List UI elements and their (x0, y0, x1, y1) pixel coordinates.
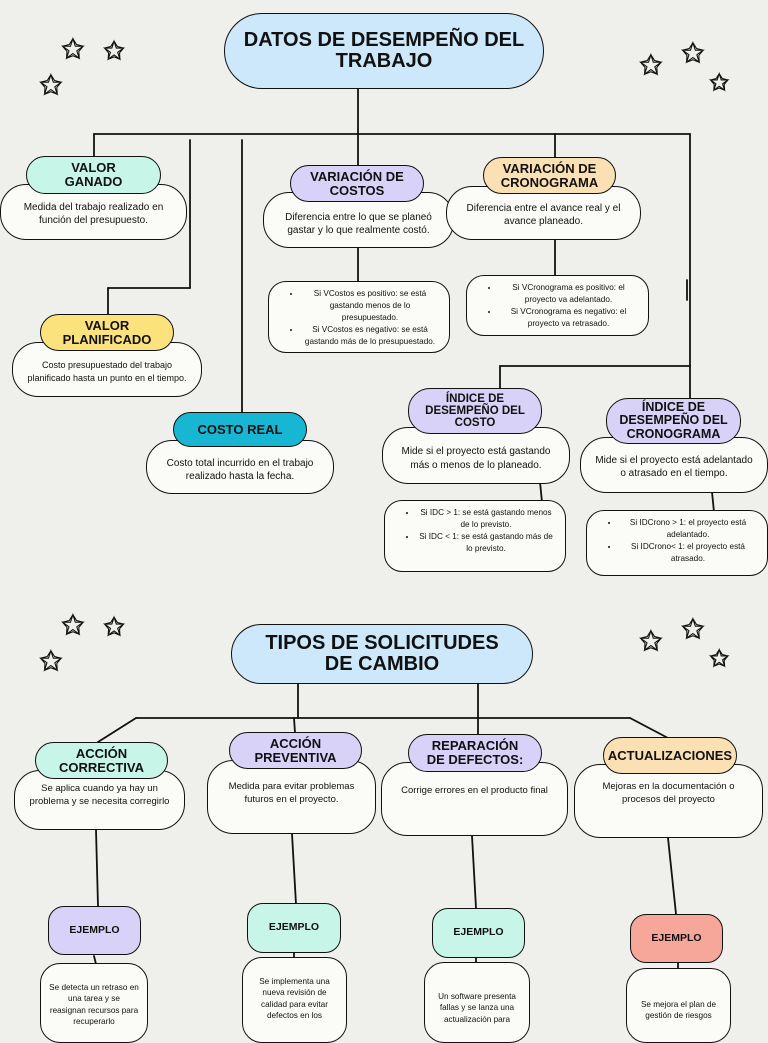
accion-correctiva-label: ACCIÓN CORRECTIVA (35, 742, 168, 779)
accion-preventiva-desc: Medida para evitar problemas futuros en … (207, 760, 376, 834)
bullet-item: Si IDC < 1: se está gastando más de lo p… (417, 531, 555, 555)
variacion-cronograma-label: VARIACIÓN DE CRONOGRAMA (483, 157, 616, 194)
star-icon: ✩ (39, 646, 62, 676)
variacion-costos-label: VARIACIÓN DE COSTOS (290, 165, 424, 202)
accion-correctiva-ejemplo: EJEMPLO (48, 906, 141, 955)
star-icon: ✩ (103, 614, 125, 641)
reparacion-defectos-desc: Corrige errores en el producto final (381, 762, 568, 836)
accion-correctiva-ejemplo-text: Se detecta un retraso en una tarea y se … (40, 963, 148, 1043)
bullet-item: Si VCronograma es positivo: el proyecto … (499, 282, 638, 306)
star-icon: ✩ (639, 50, 662, 80)
reparacion-defectos-label: REPARACIÓN DE DEFECTOS: (408, 734, 542, 772)
star-icon: ✩ (61, 34, 84, 64)
costo-real-desc: Costo total incurrido en el trabajo real… (146, 440, 334, 494)
accion-preventiva-label: ACCIÓN PREVENTIVA (229, 732, 362, 769)
variacion-cronograma-bullets: Si VCronograma es positivo: el proyecto … (466, 275, 649, 336)
bullet-item: Si IDCrono< 1: el proyecto está atrasado… (619, 541, 757, 565)
star-icon: ✩ (681, 614, 704, 644)
bullet-item: Si VCronograma es negativo: el proyecto … (499, 306, 638, 330)
actualizaciones-ejemplo: EJEMPLO (630, 914, 723, 963)
indice-costo-label: ÍNDICE DE DESEMPEÑO DEL COSTO (408, 388, 542, 434)
actualizaciones-desc: Mejoras en la documentación o procesos d… (574, 764, 763, 838)
reparacion-defectos-ejemplo: EJEMPLO (432, 908, 525, 958)
star-icon: ✩ (103, 38, 125, 65)
actualizaciones-label: ACTUALIZACIONES (603, 737, 737, 774)
bullet-item: Si IDCrono > 1: el proyecto está adelant… (619, 517, 757, 541)
star-icon: ✩ (709, 70, 729, 95)
star-icon: ✩ (681, 38, 704, 68)
indice-cronograma-desc: Mide si el proyecto está adelantado o at… (580, 437, 768, 493)
star-icon: ✩ (709, 646, 729, 671)
valor-ganado-label: VALOR GANADO (26, 156, 161, 194)
reparacion-defectos-ejemplo-text: Un software presenta fallas y se lanza u… (424, 962, 530, 1043)
indice-costo-desc: Mide si el proyecto está gastando más o … (382, 427, 570, 484)
accion-correctiva-desc: Se aplica cuando ya hay un problema y se… (14, 770, 185, 830)
bullet-item: Si VCostos es negativo: se está gastando… (301, 324, 439, 348)
indice-cronograma-bullets: Si IDCrono > 1: el proyecto está adelant… (586, 510, 768, 576)
star-icon: ✩ (39, 70, 62, 100)
variacion-costos-bullets: Si VCostos es positivo: se está gastando… (268, 281, 450, 353)
bullet-item: Si VCostos es positivo: se está gastando… (301, 288, 439, 324)
accion-preventiva-ejemplo: EJEMPLO (247, 903, 341, 953)
actualizaciones-ejemplo-text: Se mejora el plan de gestión de riesgos (626, 968, 731, 1043)
star-icon: ✩ (639, 626, 662, 656)
diagram2-title: TIPOS DE SOLICITUDES DE CAMBIO (231, 624, 533, 684)
star-icon: ✩ (61, 610, 84, 640)
costo-real-label: COSTO REAL (173, 412, 307, 447)
diagram1-title: DATOS DE DESEMPEÑO DEL TRABAJO (224, 13, 544, 89)
indice-cronograma-label: ÍNDICE DE DESEMPEÑO DEL CRONOGRAMA (606, 398, 741, 444)
variacion-cronograma-desc: Diferencia entre el avance real y el ava… (446, 186, 641, 240)
valor-planificado-label: VALOR PLANIFICADO (40, 314, 174, 351)
accion-preventiva-ejemplo-text: Se implementa una nueva revisión de cali… (242, 957, 347, 1043)
valor-planificado-desc: Costo presupuestado del trabajo planific… (12, 342, 202, 397)
bullet-item: Si IDC > 1: se está gastando menos de lo… (417, 507, 555, 531)
indice-costo-bullets: Si IDC > 1: se está gastando menos de lo… (384, 500, 566, 572)
